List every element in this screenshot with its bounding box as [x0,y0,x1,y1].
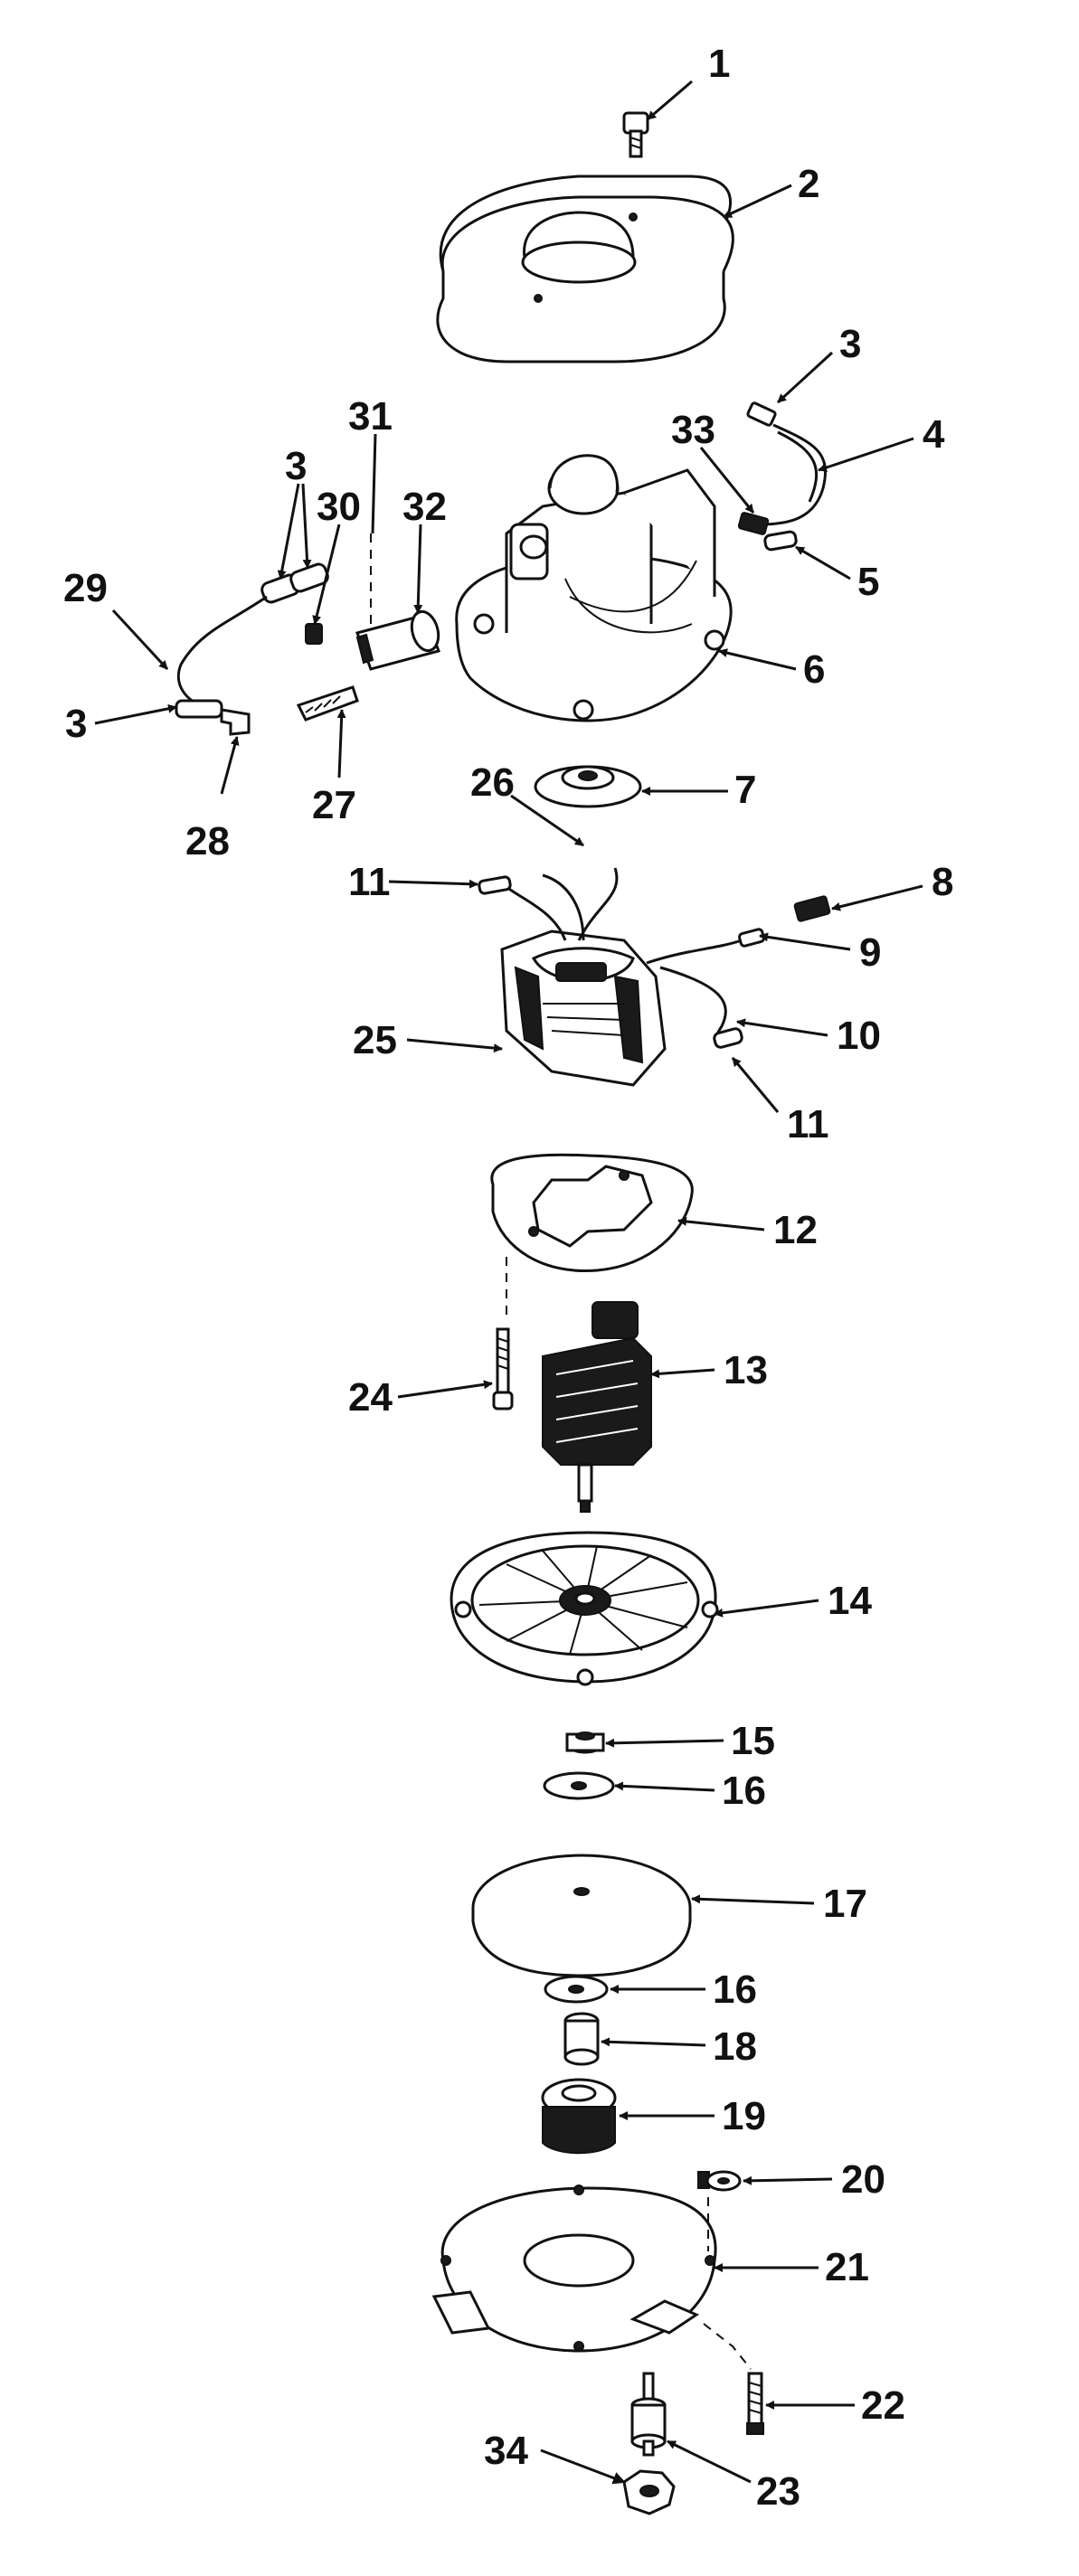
callout-24: 24 [348,1375,393,1420]
callout-3-top-right: 3 [839,322,861,366]
leader-lines [94,80,923,2485]
callout-19: 19 [722,2094,766,2138]
callout-20: 20 [841,2157,885,2202]
callout-25: 25 [353,1018,397,1062]
part-24-screw [492,1327,514,1411]
part-34-nut [622,2469,676,2515]
callout-labels: 1 2 3 4 5 6 7 8 9 10 11 11 12 13 24 14 1… [63,42,953,2514]
part-left-lead-assembly [175,533,440,736]
part-18-spacer [563,2012,600,2066]
part-13-armature [542,1301,652,1513]
callout-16-lower: 16 [713,1967,757,2012]
part-19-mount [541,2078,617,2155]
callout-11-right: 11 [787,1102,829,1146]
part-17-fan-disc [471,1854,692,1977]
callout-6: 6 [803,647,825,692]
callout-1: 1 [708,42,730,86]
callout-8: 8 [932,860,953,904]
callout-9: 9 [859,930,881,975]
part-2-top-cover [436,175,734,363]
callout-13: 13 [724,1348,768,1392]
callout-10: 10 [837,1014,881,1058]
part-6-housing [455,454,733,722]
callout-15: 15 [731,1719,775,1763]
part-21-base [431,2184,717,2353]
part-3-4-5-33-lead-assembly [737,401,828,552]
callout-3-left-upper: 3 [285,444,307,488]
callout-21: 21 [825,2245,869,2289]
callout-5: 5 [857,560,879,604]
part-16-washer-lower [544,1975,609,2004]
callout-2: 2 [798,162,819,206]
part-25-field-coil [478,867,831,1087]
part-23-standoff [630,2372,667,2457]
callout-14: 14 [828,1579,872,1623]
callout-3-left-lower: 3 [65,702,87,746]
callout-33: 33 [671,408,715,452]
part-1-screw [622,111,649,158]
callout-27: 27 [312,783,356,827]
callout-4: 4 [923,412,945,457]
callout-26: 26 [470,760,515,805]
callout-23: 23 [756,2469,800,2514]
callout-34: 34 [484,2429,528,2473]
callout-7: 7 [734,768,756,812]
callout-12: 12 [773,1208,818,1252]
part-20-terminal [697,2170,742,2192]
part-7-washer [534,765,642,808]
callout-31: 31 [348,394,393,439]
part-15-nut [565,1731,605,1754]
callout-30: 30 [317,485,361,529]
callout-32: 32 [402,485,447,529]
callout-29: 29 [63,566,108,610]
callout-22: 22 [861,2383,905,2428]
callout-17: 17 [823,1882,867,1926]
callout-28: 28 [185,819,230,863]
callout-16-upper: 16 [722,1769,766,1813]
part-14-fan-housing [450,1531,719,1686]
part-12-gasket [490,1153,694,1320]
callout-18: 18 [713,2024,757,2069]
callout-11-left: 11 [348,860,391,904]
part-16-washer-upper [543,1771,615,1800]
part-22-screw [703,2323,764,2435]
